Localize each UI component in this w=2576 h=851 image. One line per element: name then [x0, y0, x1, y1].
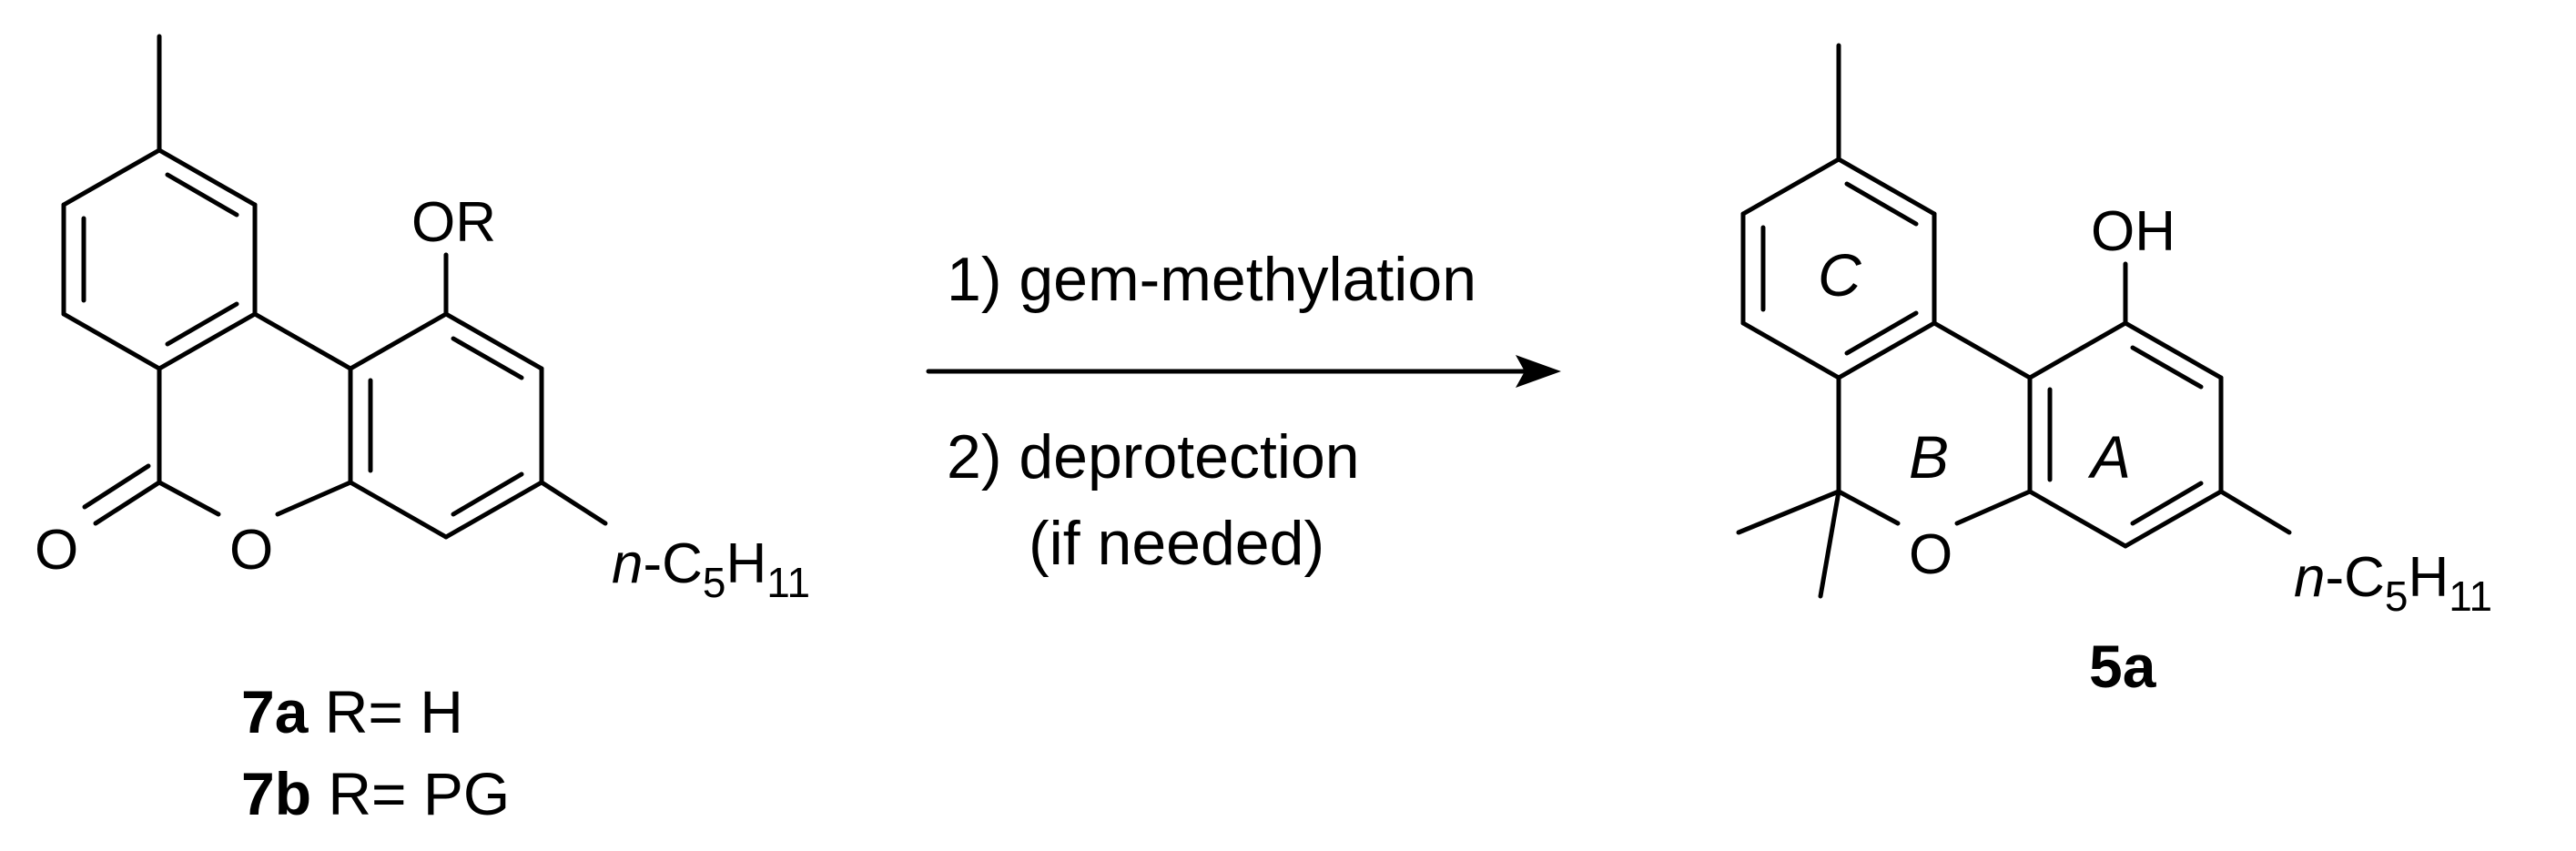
reactant-ring-c-bonds	[61, 34, 258, 371]
product-alkyl-chain: n-C5H11	[2294, 546, 2492, 620]
condition-step-1: 1) gem-methylation	[947, 245, 1476, 314]
compound-label-7b: 7b R= PG	[241, 760, 510, 827]
reactant-structure: OR O O n-C5H11 7a R= H 7b R= PG	[35, 34, 810, 827]
product-ring-oxygen: O	[1909, 523, 1952, 586]
product-structure: OH O C B A n-C5H11 5a	[1736, 43, 2492, 700]
reaction-arrow-group: 1) gem-methylation 2) deprotection (if n…	[926, 245, 1561, 578]
condition-step-3: (if needed)	[1029, 509, 1324, 578]
reactant-ring-oxygen: O	[229, 519, 273, 582]
ring-label-c: C	[1818, 241, 1862, 309]
condition-step-2: 2) deprotection	[947, 422, 1360, 491]
compound-label-5a: 5a	[2089, 633, 2157, 700]
reactant-ring-b-bonds	[82, 311, 353, 526]
reactant-ring-a-bonds	[348, 252, 608, 540]
product-ring-b-bonds	[1736, 320, 2033, 599]
reactant-alkyl-chain: n-C5H11	[612, 532, 810, 606]
reactant-carbonyl-oxygen: O	[35, 519, 78, 582]
product-ring-c-bonds	[1740, 43, 1937, 380]
product-hydroxyl-group: OH	[2091, 200, 2175, 263]
ring-label-b: B	[1909, 423, 1949, 491]
reactant-or-group: OR	[411, 191, 496, 254]
product-ring-a-bonds	[2027, 261, 2292, 549]
reaction-arrowhead	[1516, 355, 1561, 388]
compound-label-7a: 7a R= H	[241, 678, 463, 745]
ring-label-a: A	[2087, 423, 2131, 491]
